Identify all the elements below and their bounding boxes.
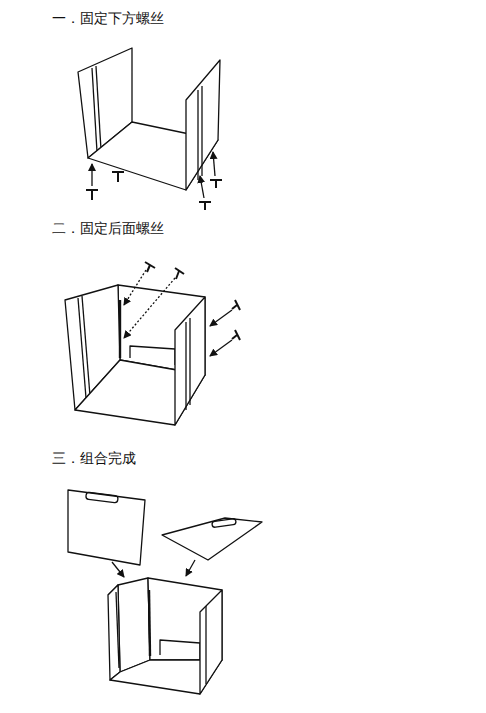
step-heading: 一．固定下方螺丝 xyxy=(52,10,164,27)
step2-figure xyxy=(65,262,240,425)
step-heading: 三．组合完成 xyxy=(52,450,136,467)
step-heading: 二．固定后面螺丝 xyxy=(52,220,164,237)
step3-figure xyxy=(68,490,262,694)
step1-figure xyxy=(78,48,222,210)
